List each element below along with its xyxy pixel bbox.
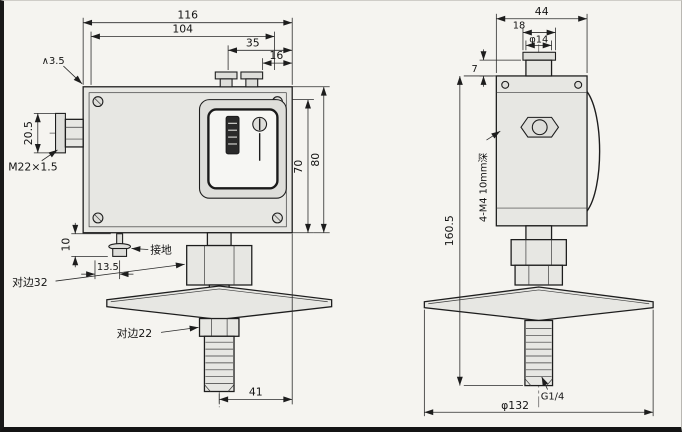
connector-neck <box>64 118 84 148</box>
dim-41-label: 41 <box>249 385 263 398</box>
side-stem <box>525 225 553 241</box>
dia-14-label: φ14 <box>529 34 548 45</box>
finish-mark-label: ∧3.5 <box>42 56 65 67</box>
dim-80-label: 80 <box>309 153 322 167</box>
dia-132: φ132 <box>423 309 654 417</box>
front-view: 116 104 35 16 ∧3.5 20.5 <box>8 9 333 408</box>
side-pressure-connection <box>423 225 654 387</box>
dia-132-label: φ132 <box>501 399 529 412</box>
dim-16: 16 <box>262 49 293 71</box>
cover-screw-icon <box>501 80 510 89</box>
dim-160-5-label: 160.5 <box>443 215 456 246</box>
ground-callout: 接地 <box>131 242 172 256</box>
side-lock-nut <box>514 264 564 286</box>
top-cable-gland <box>522 51 557 77</box>
hex-section-22 <box>198 317 240 337</box>
gland-cap <box>522 51 557 61</box>
dim-13-5-label: 13.5 <box>97 262 119 273</box>
dim-70-label: 70 <box>292 160 305 174</box>
dim-13-5: 13.5 <box>81 260 134 280</box>
mounting-holes-callout: 4-M4 10mm深 <box>477 130 501 222</box>
terminal-screw <box>219 78 233 88</box>
ground-screw-head <box>112 247 128 257</box>
boss-port <box>531 119 548 136</box>
dim-104-label: 104 <box>172 23 193 36</box>
dim-10-label: 10 <box>59 238 72 252</box>
terminal-screw <box>245 78 259 88</box>
thread-m22-callout: M22×1.5 <box>8 149 58 174</box>
thread-g14-callout: G1/4 <box>541 376 565 402</box>
cable-connector <box>54 112 84 154</box>
dim-44: 44 <box>495 5 588 73</box>
dim-18: 18 <box>513 21 556 51</box>
diaphragm-flange <box>106 285 333 321</box>
pressure-switch-dimension-drawing: 116 104 35 16 ∧3.5 20.5 <box>8 5 654 417</box>
window-glass <box>207 108 279 190</box>
side-threaded-stud <box>524 319 554 387</box>
ground-label: 接地 <box>150 242 172 256</box>
dim-18-label: 18 <box>513 21 526 32</box>
gland-neck <box>525 59 553 77</box>
top-terminals <box>214 71 264 88</box>
dim-35-label: 35 <box>246 36 260 49</box>
side-housing-body <box>495 75 588 227</box>
thread-m22-label: M22×1.5 <box>8 161 57 174</box>
threaded-stud <box>203 335 235 393</box>
setting-window <box>198 99 287 199</box>
dim-20-5: 20.5 <box>22 113 56 154</box>
terminal-washer <box>214 71 238 80</box>
dim-116: 116 <box>82 9 293 85</box>
dim-70: 70 <box>292 99 314 234</box>
dim-20-5-label: 20.5 <box>22 121 35 145</box>
cover-screw-icon <box>574 80 583 89</box>
hex-32-label: 对边32 <box>12 275 47 289</box>
setting-scale <box>225 115 240 155</box>
connector-cap <box>54 112 66 154</box>
cover-clamp <box>586 91 601 212</box>
side-view: 44 18 φ14 7 160.5 4-M4 <box>423 5 654 417</box>
hex-22-label: 对边22 <box>117 326 152 340</box>
ground-terminal <box>108 233 132 257</box>
hex-nut-32 <box>186 244 253 286</box>
dim-7-label: 7 <box>471 64 477 75</box>
side-diaphragm-flange <box>423 286 654 322</box>
terminal-washer <box>240 71 264 80</box>
dim-44-label: 44 <box>535 5 549 18</box>
dim-16-label: 16 <box>270 49 284 62</box>
dim-116-label: 116 <box>177 9 198 22</box>
dim-160-5: 160.5 <box>443 75 523 386</box>
dim-41: 41 <box>218 233 293 405</box>
thread-g14-label: G1/4 <box>541 391 565 402</box>
front-pressure-connection <box>106 232 333 393</box>
side-housing <box>495 75 601 227</box>
dim-10: 10 <box>59 222 111 268</box>
dim-35: 35 <box>227 36 293 71</box>
stem <box>206 232 232 247</box>
hex-22-callout: 对边22 <box>117 325 199 340</box>
finish-mark: ∧3.5 <box>42 56 83 85</box>
side-hex-nut <box>510 238 567 266</box>
dim-80: 80 <box>292 86 330 234</box>
mounting-holes-label: 4-M4 10mm深 <box>477 153 489 222</box>
dia-14: φ14 <box>525 34 552 51</box>
